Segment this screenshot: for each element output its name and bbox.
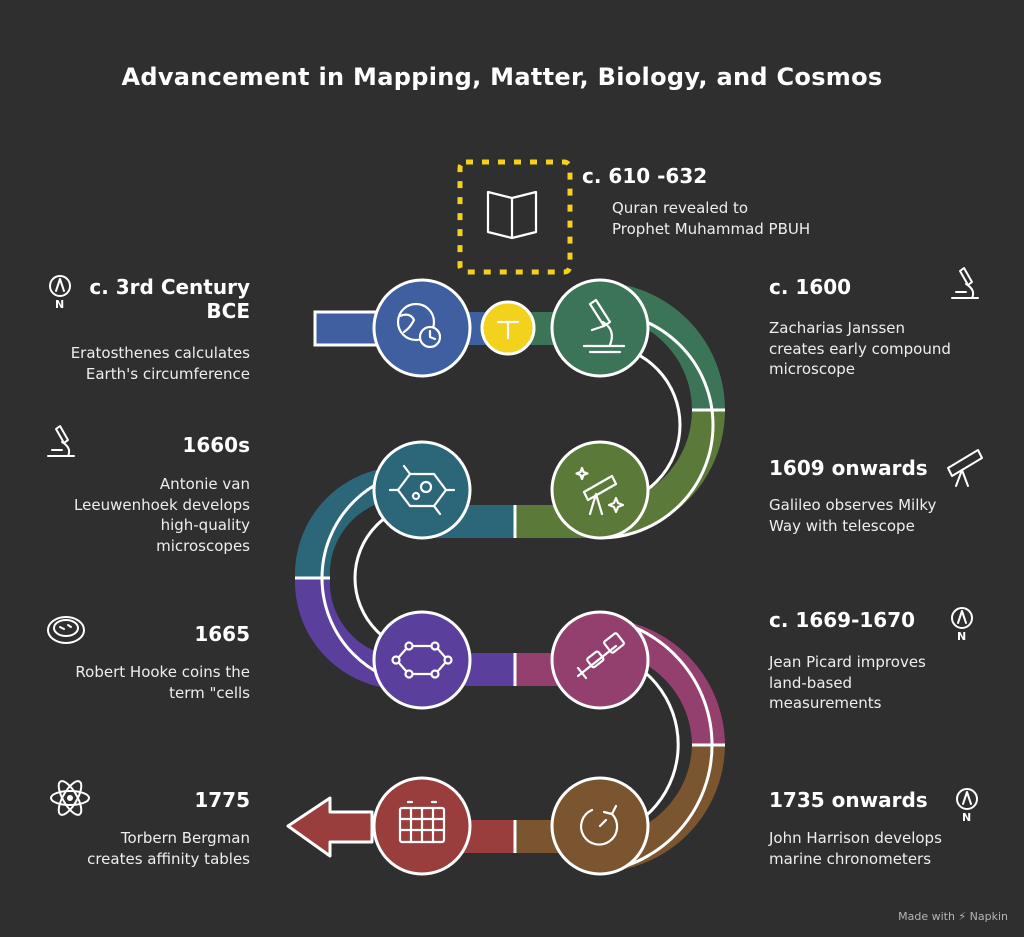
desc-line: high-quality [160, 516, 250, 534]
desc-line: Leeuwenhoek develops [74, 495, 250, 514]
desc-line: land-based [769, 673, 853, 692]
microscope-icon [582, 298, 626, 354]
desc-line: John Harrison develops [769, 829, 942, 847]
date-line: BCE [206, 299, 250, 323]
desc-line: Jean Picard improves [769, 653, 926, 671]
chronometer-icon [579, 804, 619, 846]
timeline-nodes [372, 278, 650, 876]
event-date-harrison: 1735 onwards [769, 788, 928, 812]
compass-icon [49, 275, 71, 297]
cell-icon [388, 464, 456, 516]
event-date-galileo: 1609 onwards [769, 456, 928, 480]
compass-north-label: N [957, 630, 967, 643]
desc-line: Galileo observes Milky [769, 496, 937, 514]
event-date-quran: c. 610 -632 [582, 164, 708, 188]
compass-icon [956, 788, 978, 810]
telescope-stars-icon [575, 466, 625, 516]
desc-line: Antonie van [159, 475, 250, 493]
petri-dish-icon [47, 616, 85, 644]
desc-line: Eratosthenes calculates [70, 344, 250, 362]
telescope-icon [947, 449, 983, 487]
event-desc-leeuwenhoek: Antonie van Leeuwenhoek develops high-qu… [74, 474, 250, 556]
desc-line: Torbern Bergman [120, 829, 250, 847]
desc-line: marine chronometers [769, 849, 932, 868]
timeline-arrow-head [286, 796, 374, 858]
event-date-janssen: c. 1600 [769, 275, 852, 299]
desc-line: microscopes [156, 536, 250, 555]
desc-line: Quran revealed to [612, 199, 749, 217]
node-hooke [372, 610, 472, 710]
microscope-icon [951, 267, 979, 299]
date-line: c. 3rd Century [89, 275, 250, 299]
event-desc-quran: Quran revealed to Prophet Muhammad PBUH [612, 198, 810, 239]
molecule-ring-icon [391, 641, 453, 679]
compass-north-label: N [55, 298, 65, 311]
microscope-icon [47, 425, 75, 457]
open-book-icon [457, 159, 573, 275]
desc-line: creates early compound [769, 339, 951, 358]
desc-line: Zacharias Janssen [769, 319, 906, 337]
desc-line: Earth's circumference [85, 364, 250, 383]
event-desc-hooke: Robert Hooke coins the term "cells [75, 662, 250, 703]
event-desc-janssen: Zacharias Janssen creates early compound… [769, 318, 951, 380]
desc-line: term "cells [169, 683, 250, 702]
node-eratosthenes [372, 278, 472, 378]
desc-line: creates affinity tables [87, 849, 250, 868]
event-desc-picard: Jean Picard improves land-based measurem… [769, 652, 926, 714]
compass-north-label: N [962, 811, 972, 824]
desc-line: Way with telescope [769, 516, 915, 535]
event-date-eratosthenes: c. 3rd Century BCE [89, 275, 250, 323]
timeline-track [286, 282, 726, 874]
desc-line: Robert Hooke coins the [75, 663, 250, 681]
made-with-napkin-footer: Made with ⚡ Napkin [898, 910, 1008, 923]
event-date-picard: c. 1669-1670 [769, 608, 916, 632]
event-desc-harrison: John Harrison develops marine chronomete… [769, 828, 942, 869]
book-frame [457, 159, 573, 275]
node-quran-mark-icon [496, 320, 520, 340]
compass-icon [951, 607, 973, 629]
page-title: Advancement in Mapping, Matter, Biology,… [121, 63, 883, 91]
event-date-leeuwenhoek: 1660s [182, 433, 250, 457]
event-date-bergman: 1775 [194, 788, 250, 812]
atom-icon [50, 780, 90, 816]
desc-line: Prophet Muhammad PBUH [612, 219, 811, 238]
event-date-hooke: 1665 [194, 622, 250, 646]
desc-line: microscope [769, 360, 856, 378]
desc-line: measurements [769, 694, 882, 712]
globe-clock-icon [396, 302, 442, 349]
event-desc-eratosthenes: Eratosthenes calculates Earth's circumfe… [71, 343, 250, 384]
node-galileo [550, 440, 650, 540]
track-start-stub [313, 310, 382, 347]
event-desc-bergman: Torbern Bergman creates affinity tables [87, 828, 250, 869]
event-desc-galileo: Galileo observes Milky Way with telescop… [769, 495, 936, 536]
spyglass-icon [576, 632, 625, 680]
periodic-table-icon [398, 800, 446, 844]
